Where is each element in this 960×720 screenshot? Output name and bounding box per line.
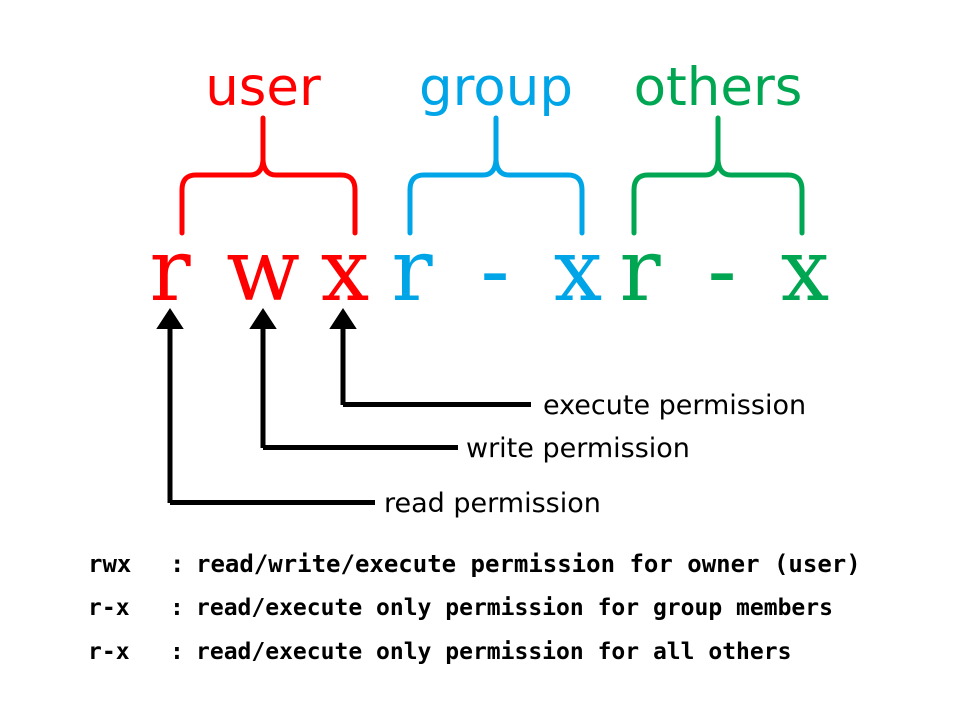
legend-description-0: read/write/execute permission for owner … bbox=[196, 550, 861, 578]
perm-char-others-2: x bbox=[781, 221, 830, 321]
brace-user bbox=[179, 115, 358, 236]
legend-description-1: read/execute only permission for group m… bbox=[196, 595, 833, 621]
perm-char-user-1: w bbox=[226, 221, 300, 321]
legend-row-1: r-x : read/execute only permission for g… bbox=[88, 595, 833, 621]
title-user: user bbox=[205, 57, 321, 118]
callout-arrow-read bbox=[156, 308, 375, 505]
perm-char-others-0: r bbox=[619, 221, 661, 321]
callout-label-read: read permission bbox=[384, 488, 601, 519]
perm-segment-others: r - x bbox=[619, 221, 829, 321]
title-others: others bbox=[634, 57, 803, 118]
perm-segment-user: r w x bbox=[149, 221, 369, 321]
legend-row-2: r-x : read/execute only permission for a… bbox=[88, 639, 791, 665]
perm-char-group-2: x bbox=[554, 221, 603, 321]
perm-char-group-1: - bbox=[480, 221, 509, 321]
legend-code-1: r-x bbox=[88, 595, 130, 621]
perm-char-group-0: r bbox=[391, 221, 433, 321]
legend-separator-2: : bbox=[170, 639, 184, 665]
callout-arrow-execute bbox=[329, 308, 531, 407]
perm-segment-group: r - x bbox=[391, 221, 602, 321]
legend-separator-0: : bbox=[170, 550, 184, 578]
legend-row-0: rwx : read/write/execute permission for … bbox=[88, 550, 861, 578]
perm-char-user-2: x bbox=[321, 221, 370, 321]
legend-separator-1: : bbox=[170, 595, 184, 621]
brace-group bbox=[407, 115, 585, 236]
callout-label-execute: execute permission bbox=[543, 390, 806, 421]
callout-arrow-write bbox=[249, 308, 458, 450]
legend: rwx : read/write/execute permission for … bbox=[88, 550, 861, 665]
perm-char-others-1: - bbox=[707, 221, 736, 321]
legend-code-0: rwx bbox=[88, 550, 131, 578]
perm-char-user-0: r bbox=[149, 221, 191, 321]
legend-code-2: r-x bbox=[88, 639, 130, 665]
title-group: group bbox=[419, 57, 573, 118]
callout-label-write: write permission bbox=[466, 433, 690, 464]
brace-others bbox=[631, 115, 805, 236]
legend-description-2: read/execute only permission for all oth… bbox=[196, 639, 791, 665]
